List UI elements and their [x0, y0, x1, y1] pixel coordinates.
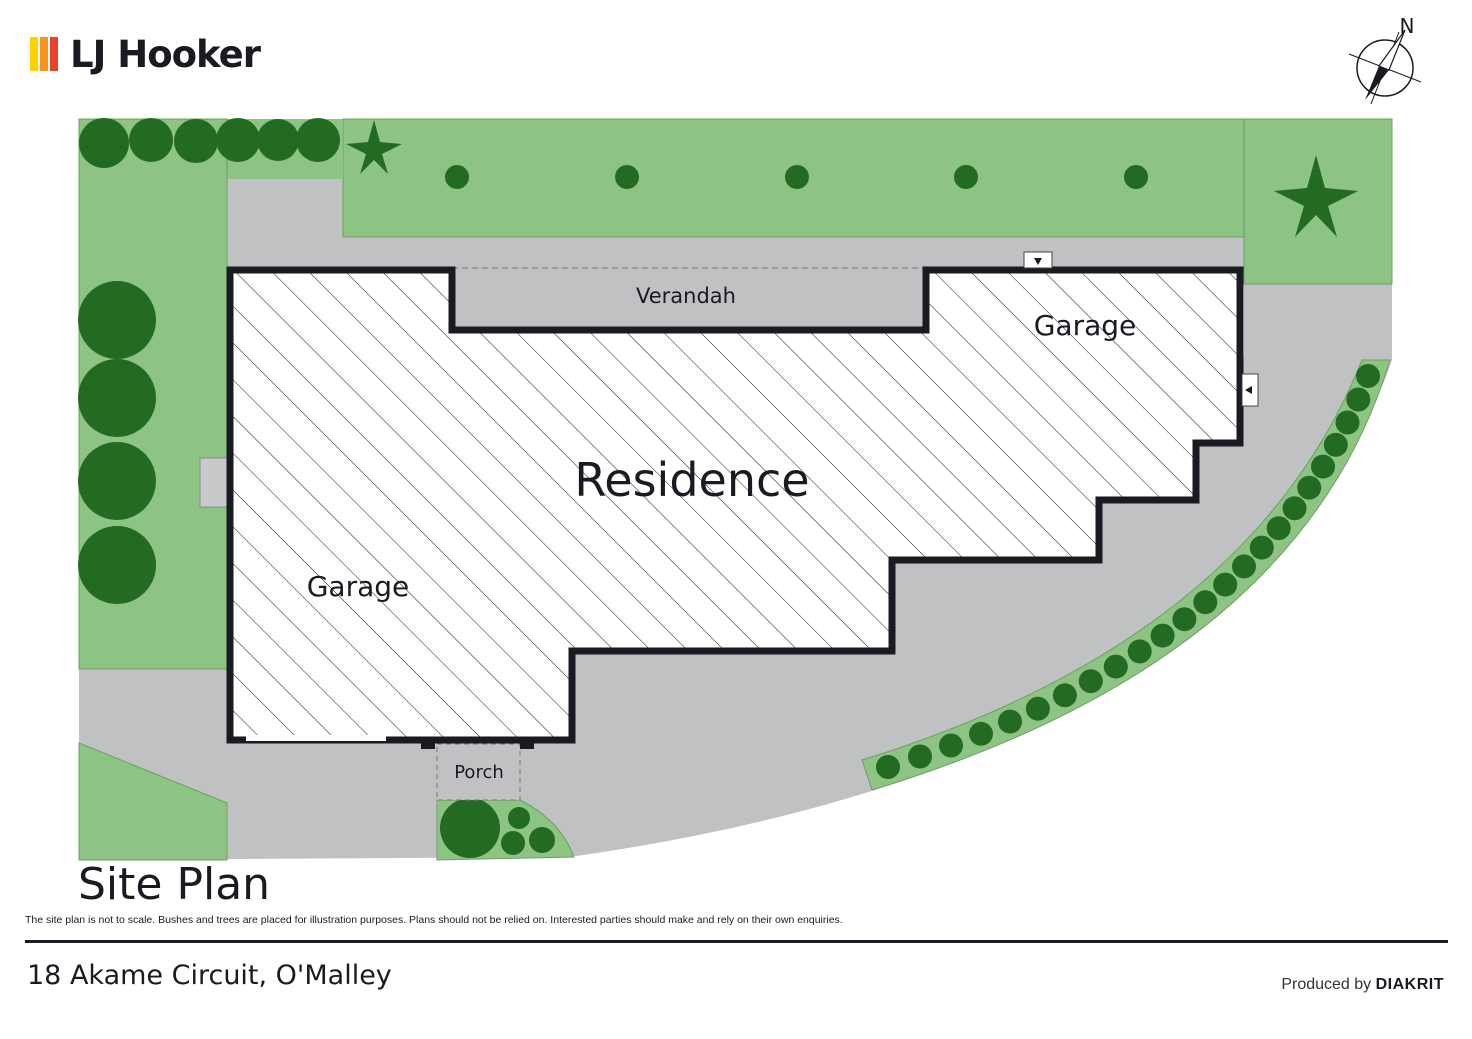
- hedge-shrub: [1103, 654, 1128, 679]
- producer-name: DIAKRIT: [1375, 976, 1444, 993]
- hedge-shrub: [1323, 432, 1348, 457]
- hedge-shrub: [1213, 572, 1238, 597]
- brand-name: LJ Hooker: [70, 32, 261, 76]
- hedge-shrub: [908, 744, 932, 769]
- residence-footprint: [226, 266, 1244, 744]
- producer-credit: Produced by DIAKRIT: [1281, 976, 1444, 994]
- hedge-shrub: [876, 755, 900, 779]
- palm-tree-large: [1274, 155, 1358, 237]
- palm-tree-small: [346, 120, 402, 174]
- side-step: [199, 457, 228, 508]
- compass-icon: [1348, 29, 1422, 105]
- door-arrow-right: [1245, 386, 1252, 394]
- tree-row-top-left: [79, 118, 340, 168]
- hedge-shrub: [1335, 410, 1360, 435]
- door-arrow-top: [1034, 258, 1042, 265]
- logo-bar-yellow: [30, 37, 38, 71]
- logo-bar-orange: [40, 37, 48, 71]
- hedge-shrub: [1193, 590, 1218, 615]
- lj-hooker-logo: LJ Hooker: [30, 30, 261, 78]
- hedge-shrub: [1172, 607, 1197, 632]
- hedge-curved: [876, 364, 1380, 779]
- hedge-shrub: [939, 733, 963, 758]
- hedge-shrub: [1025, 696, 1050, 721]
- tree-row-left: [78, 281, 156, 604]
- compass-north-label: N: [1400, 14, 1415, 38]
- hedge-shrub: [998, 709, 1022, 734]
- hedge-shrub: [1311, 454, 1335, 479]
- hedge-shrub: [1249, 535, 1274, 560]
- hedge-shrub: [1346, 387, 1371, 412]
- porch-post-left: [421, 740, 435, 749]
- hedge-shrub: [1232, 554, 1256, 579]
- disclaimer-text: The site plan is not to scale. Bushes an…: [25, 914, 843, 926]
- lawn-bottom-left: [78, 742, 228, 861]
- divider: [25, 940, 1448, 943]
- hedge-shrub: [1052, 683, 1077, 708]
- hedge-shrub: [1266, 516, 1291, 541]
- logo-bar-red: [50, 37, 58, 71]
- producer-prefix: Produced by: [1281, 976, 1372, 993]
- porch: [436, 743, 521, 801]
- hedge-shrub: [969, 721, 993, 746]
- property-address: 18 Akame Circuit, O'Malley: [27, 960, 392, 991]
- label-verandah: Verandah: [636, 284, 736, 308]
- label-porch: Porch: [454, 762, 504, 783]
- label-garage-left: Garage: [307, 570, 410, 603]
- page-title: Site Plan: [78, 859, 271, 910]
- porch-garden-trees: [440, 798, 555, 858]
- shrub-row-top: [445, 165, 1148, 189]
- logo-mark-icon: [30, 37, 60, 71]
- verandah: [452, 268, 926, 330]
- label-residence: Residence: [574, 453, 809, 507]
- hedge-shrub: [1282, 496, 1307, 521]
- hedge-shrub: [1297, 475, 1322, 500]
- hedge-shrub: [1078, 669, 1103, 694]
- porch-post-right: [520, 740, 534, 749]
- hedge-shrub: [1356, 364, 1380, 388]
- garage-door-left: [246, 735, 386, 741]
- hedge-shrub: [1127, 639, 1152, 664]
- label-garage-right: Garage: [1034, 309, 1137, 342]
- hedge-shrub: [1150, 623, 1175, 648]
